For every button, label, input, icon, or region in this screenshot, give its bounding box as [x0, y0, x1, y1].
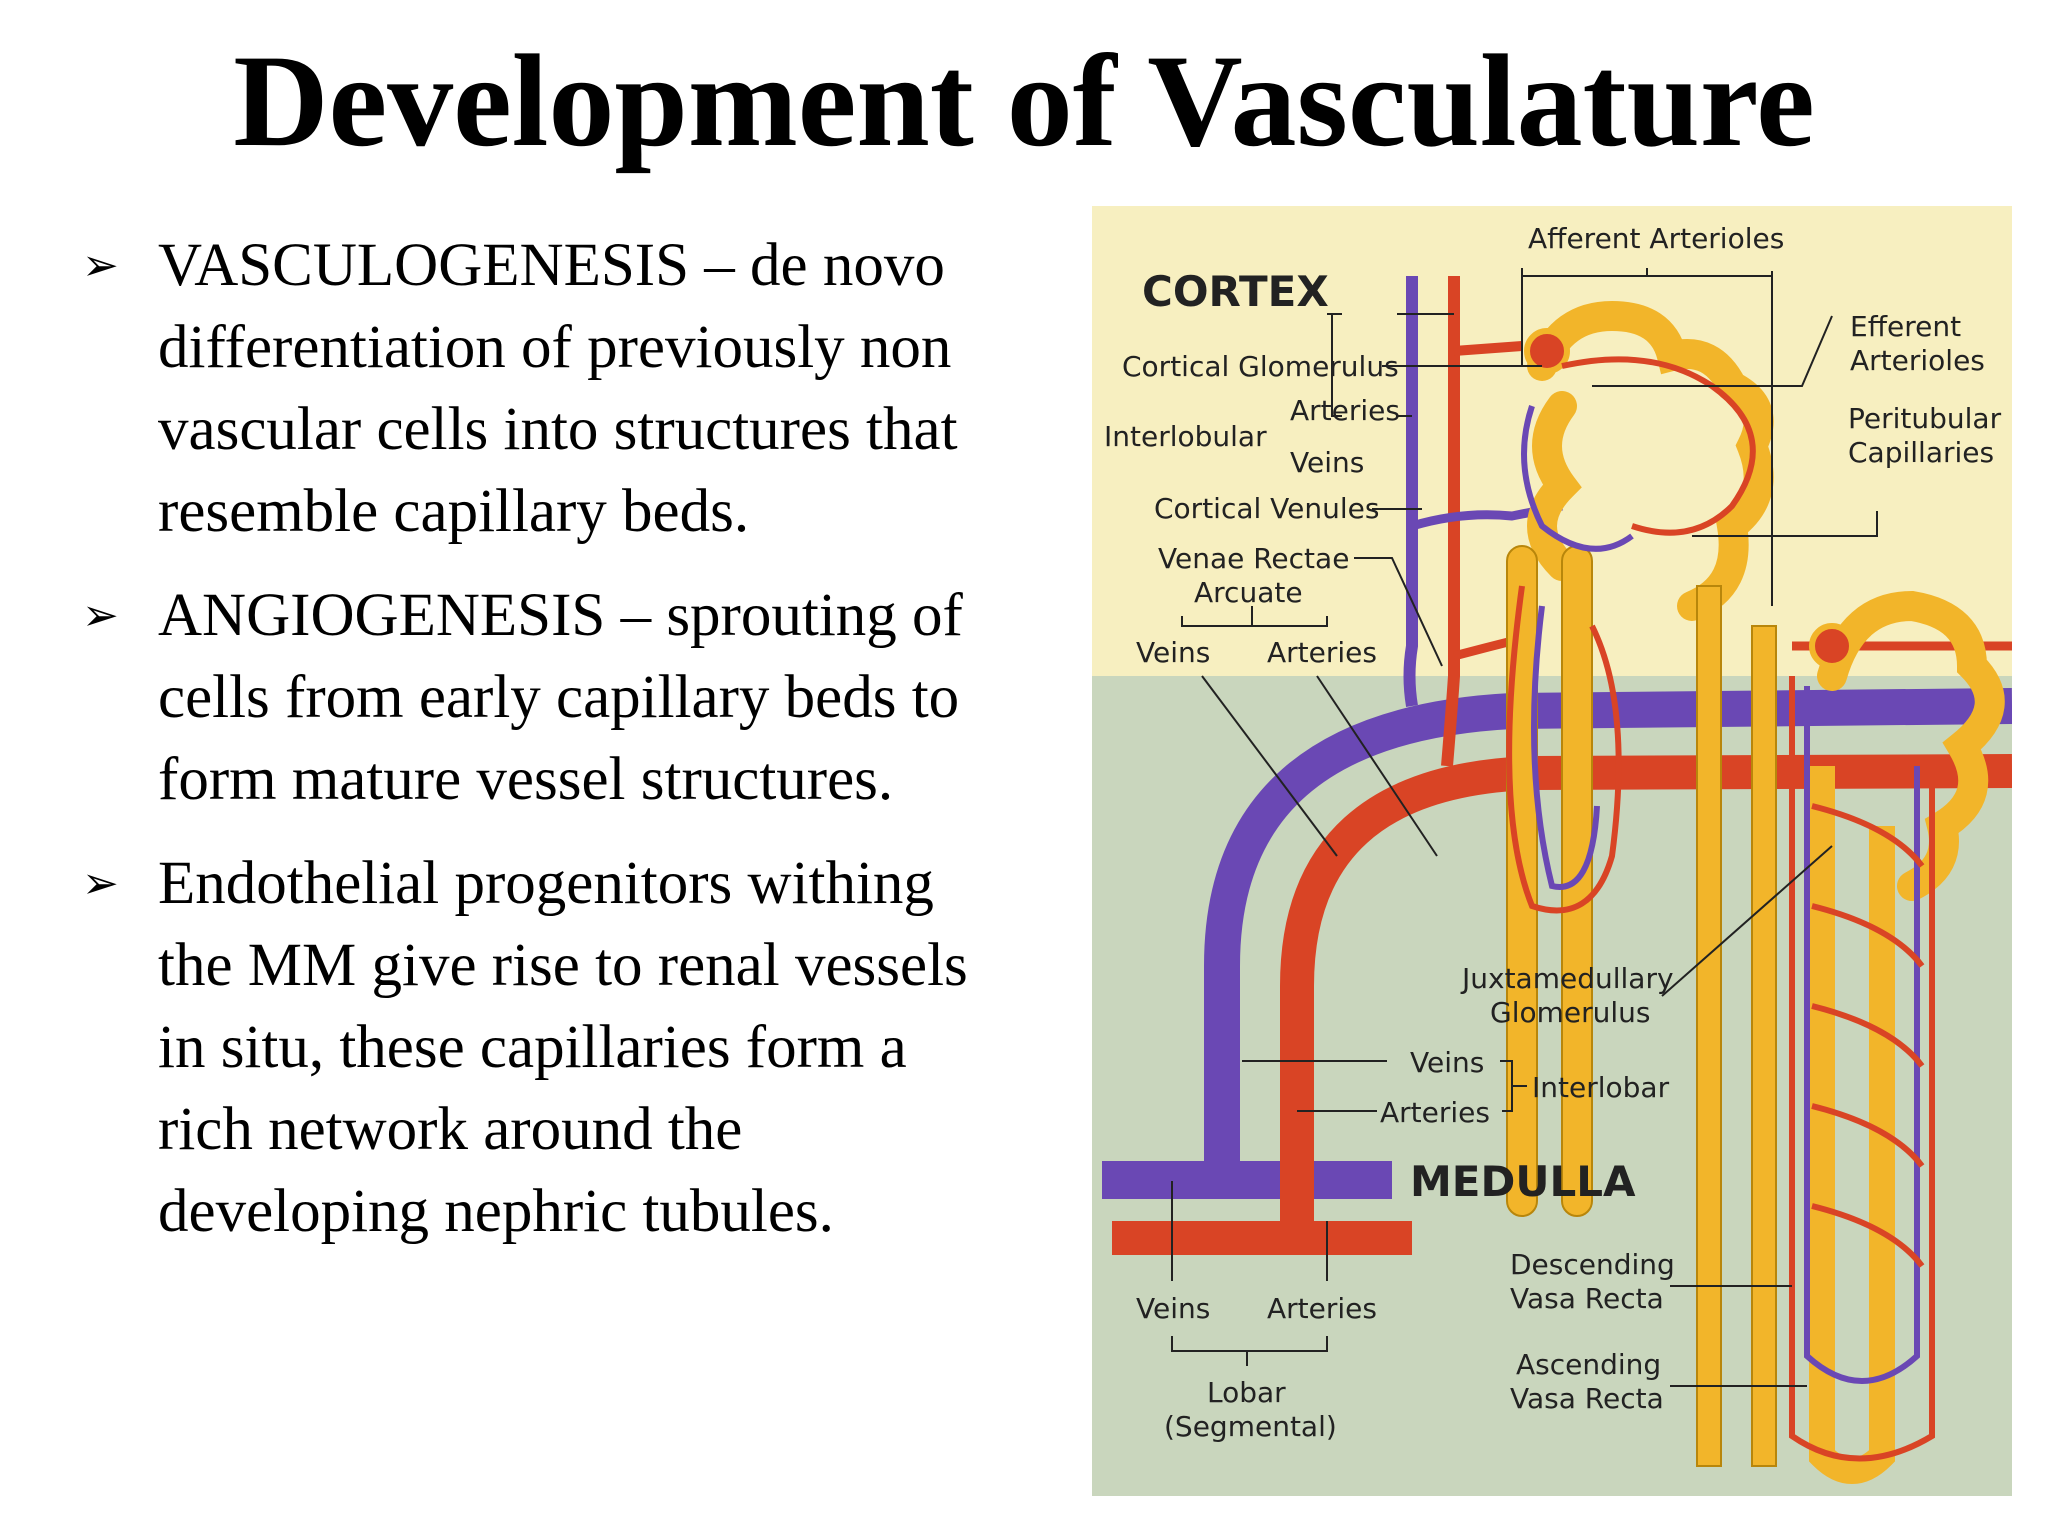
- lobar-vein: [1102, 1161, 1392, 1199]
- arrow-bullet-icon: ➢: [82, 240, 119, 291]
- label-efferent-2: Arterioles: [1850, 344, 1985, 377]
- label-venae-rectae: Venae Rectae: [1158, 542, 1349, 575]
- label-cortical-venules: Cortical Venules: [1154, 492, 1379, 525]
- label-interlobar-arteries: Arteries: [1380, 1096, 1490, 1129]
- bullet-text: Endothelial progenitors withing the MM g…: [158, 850, 968, 1245]
- label-descending-2: Vasa Recta: [1510, 1282, 1664, 1315]
- arrow-bullet-icon: ➢: [82, 858, 119, 909]
- cortical-venule: [1410, 501, 1563, 531]
- lobar-artery: [1112, 1221, 1412, 1255]
- label-peritubular-1: Peritubular: [1848, 402, 2002, 435]
- label-interlobar: Interlobar: [1532, 1071, 1670, 1104]
- arrow-bullet-icon: ➢: [82, 590, 119, 641]
- label-afferent-arterioles: Afferent Arterioles: [1528, 222, 1784, 255]
- vasa-recta: [1506, 356, 1935, 1462]
- label-juxtamedullary-2: Glomerulus: [1490, 996, 1650, 1029]
- label-interlobular-veins: Veins: [1290, 446, 1364, 479]
- label-medulla: MEDULLA: [1410, 1157, 1636, 1206]
- bullet-item: ➢ VASCULOGENESIS – de novo differentiati…: [82, 225, 1082, 553]
- bullet-text: VASCULOGENESIS – de novo differentiation…: [158, 232, 958, 545]
- label-ascending-2: Vasa Recta: [1510, 1382, 1664, 1415]
- label-cortex: CORTEX: [1142, 267, 1329, 316]
- label-lobar-veins: Veins: [1136, 1292, 1210, 1325]
- label-juxtamedullary-1: Juxtamedullary: [1460, 962, 1674, 995]
- label-descending-1: Descending: [1510, 1248, 1675, 1281]
- label-arcuate: Arcuate: [1194, 576, 1303, 609]
- bullet-text: ANGIOGENESIS – sprouting of cells from e…: [158, 582, 963, 813]
- kidney-vasculature-diagram: CORTEX MEDULLA Afferent Arterioles Effer…: [1092, 206, 2012, 1496]
- label-lobar-2: (Segmental): [1164, 1410, 1337, 1443]
- interlobar-arcuate-artery: [1280, 754, 2012, 1226]
- bullet-item: ➢ Endothelial progenitors withing the MM…: [82, 843, 1082, 1253]
- interlobular-vein: [1403, 276, 1418, 707]
- label-lobar-1: Lobar: [1207, 1376, 1286, 1409]
- interlobular-artery: [1441, 276, 1460, 767]
- label-ascending-1: Ascending: [1516, 1348, 1661, 1381]
- leader-lines: [1171, 268, 1878, 1387]
- slide-title: Development of Vasculature: [233, 27, 1815, 174]
- bullet-item: ➢ ANGIOGENESIS – sprouting of cells from…: [82, 575, 1082, 821]
- label-cortical-glomerulus: Cortical Glomerulus: [1122, 350, 1399, 383]
- label-arcuate-arteries: Arteries: [1267, 636, 1377, 669]
- label-interlobular-arteries: Arteries: [1290, 394, 1400, 427]
- afferent-arteriole: [1453, 341, 1523, 356]
- bullet-list: ➢ VASCULOGENESIS – de novo differentiati…: [82, 225, 1082, 1275]
- label-efferent-1: Efferent: [1850, 310, 1961, 343]
- label-peritubular-2: Capillaries: [1848, 436, 1994, 469]
- label-lobar-arteries: Arteries: [1267, 1292, 1377, 1325]
- label-arcuate-veins: Veins: [1136, 636, 1210, 669]
- label-interlobular: Interlobular: [1104, 420, 1267, 453]
- label-interlobar-veins: Veins: [1410, 1046, 1484, 1079]
